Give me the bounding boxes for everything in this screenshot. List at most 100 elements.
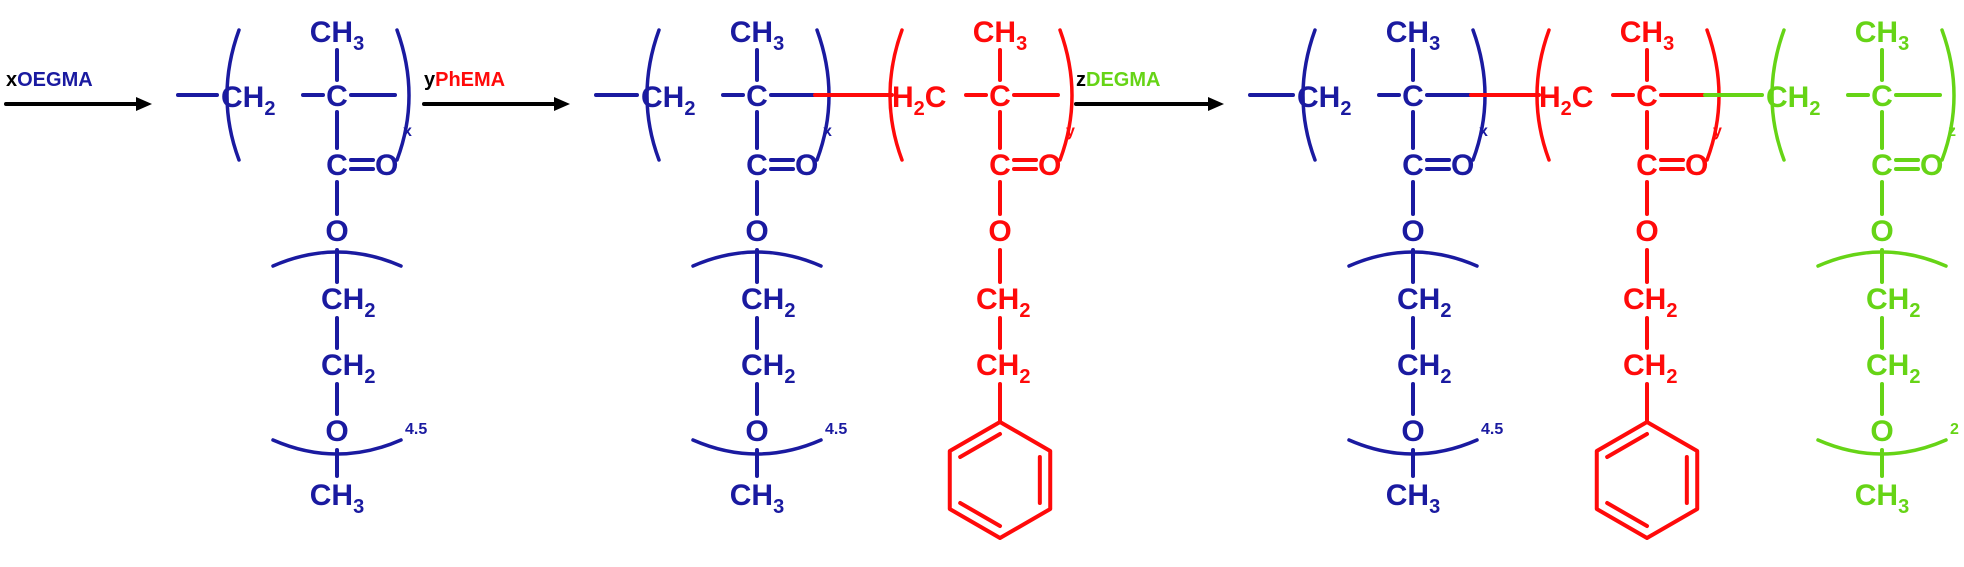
methyl-label-part: CH bbox=[1386, 16, 1429, 49]
glycol-oxygen-label-part: O bbox=[1870, 415, 1893, 448]
monomer-step-label: xOEGMA bbox=[6, 69, 93, 91]
backbone-ch2-label-part: 2 bbox=[1809, 98, 1820, 120]
carbonyl-carbon-label: C bbox=[326, 149, 348, 182]
side-ch2-label-part: 2 bbox=[1666, 366, 1677, 388]
side-ch2-label-part: CH bbox=[1623, 283, 1666, 316]
glycol-ch2-label-part: CH bbox=[1866, 283, 1909, 316]
terminal-methyl-label-part: CH bbox=[1386, 479, 1429, 512]
carbon-label: C bbox=[1402, 80, 1424, 113]
monomer-name: DEGMA bbox=[1086, 69, 1160, 91]
backbone-h2c-label-part: H bbox=[892, 81, 914, 114]
methyl-label-part: CH bbox=[1855, 16, 1898, 49]
carbonyl-oxygen-label-part: O bbox=[375, 149, 398, 182]
glycol-oxygen-label: O bbox=[1401, 415, 1424, 448]
carbon-label: C bbox=[1871, 80, 1893, 113]
side-ch2-label-part: CH bbox=[1623, 349, 1666, 382]
carbonyl-carbon-label: C bbox=[1871, 149, 1893, 182]
degree-of-polymerization-label: y bbox=[1066, 123, 1075, 140]
carbonyl-oxygen-label-part: O bbox=[1451, 149, 1474, 182]
glycol-ch2-label-part: 2 bbox=[784, 366, 795, 388]
glycol-ch2-label-part: 2 bbox=[1909, 300, 1920, 322]
carbonyl-carbon-label-part: C bbox=[1636, 149, 1658, 182]
glycol-ch2-label: CH2 bbox=[741, 349, 795, 388]
ester-oxygen-label-part: O bbox=[988, 215, 1011, 248]
arrow-head bbox=[554, 97, 570, 111]
side-ch2-label-part: 2 bbox=[1019, 366, 1030, 388]
repeat-count-label: 2 bbox=[1950, 421, 1959, 438]
ester-oxygen-label-part: O bbox=[745, 215, 768, 248]
methyl-label: CH3 bbox=[973, 16, 1027, 55]
carbon-label-part: C bbox=[989, 80, 1011, 113]
glycol-ch2-label-part: CH bbox=[1866, 349, 1909, 382]
chain-bracket-left bbox=[888, 28, 904, 162]
monomer-coefficient: x bbox=[6, 69, 17, 91]
carbonyl-oxygen-label: O bbox=[1451, 149, 1474, 182]
carbonyl-carbon-label-part: C bbox=[326, 149, 348, 182]
chain-bracket-right bbox=[395, 28, 411, 162]
terminal-methyl-label-part: CH bbox=[730, 479, 773, 512]
carbonyl-oxygen-label: O bbox=[795, 149, 818, 182]
backbone-h2c-label: H2C bbox=[892, 81, 946, 120]
glycol-ch2-label-part: CH bbox=[741, 283, 784, 316]
monomer-coefficient: z bbox=[1076, 69, 1086, 91]
ring-double-bond bbox=[1605, 432, 1649, 459]
ring-double-bond bbox=[958, 501, 1002, 528]
methyl-label: CH3 bbox=[1386, 16, 1440, 55]
terminal-methyl-label-part: 3 bbox=[773, 496, 784, 518]
glycol-ch2-label-part: CH bbox=[321, 349, 364, 382]
carbonyl-carbon-label-part: C bbox=[746, 149, 768, 182]
glycol-ch2-label: CH2 bbox=[1866, 283, 1920, 322]
glycol-ch2-label: CH2 bbox=[1866, 349, 1920, 388]
glycol-ch2-label-part: CH bbox=[741, 349, 784, 382]
glycol-ch2-label-part: 2 bbox=[784, 300, 795, 322]
ester-oxygen-label: O bbox=[325, 215, 348, 248]
glycol-ch2-label-part: 2 bbox=[1440, 366, 1451, 388]
glycol-ch2-label: CH2 bbox=[1397, 349, 1451, 388]
carbon-label: C bbox=[1636, 80, 1658, 113]
side-ch2-label: CH2 bbox=[1623, 349, 1677, 388]
ester-oxygen-label-part: O bbox=[1870, 215, 1893, 248]
methyl-label-part: 3 bbox=[1663, 33, 1674, 55]
glycol-oxygen-label-part: O bbox=[1401, 415, 1424, 448]
glycol-ch2-label: CH2 bbox=[321, 283, 375, 322]
glycol-ch2-label-part: CH bbox=[321, 283, 364, 316]
methyl-label-part: CH bbox=[973, 16, 1016, 49]
methyl-label: CH3 bbox=[1855, 16, 1909, 55]
glycol-ch2-label: CH2 bbox=[321, 349, 375, 388]
carbonyl-oxygen-label: O bbox=[1920, 149, 1943, 182]
backbone-h2c-label: H2C bbox=[1539, 81, 1593, 120]
side-ch2-label-part: 2 bbox=[1666, 300, 1677, 322]
terminal-methyl-label-part: CH bbox=[1855, 479, 1898, 512]
methyl-label-part: 3 bbox=[1898, 33, 1909, 55]
ester-oxygen-label: O bbox=[745, 215, 768, 248]
methyl-label: CH3 bbox=[310, 16, 364, 55]
carbonyl-carbon-label: C bbox=[746, 149, 768, 182]
backbone-ch2-label-part: 2 bbox=[1340, 98, 1351, 120]
carbon-label-part: C bbox=[1636, 80, 1658, 113]
carbonyl-oxygen-label: O bbox=[1038, 149, 1061, 182]
chain-bracket-left bbox=[1301, 28, 1317, 162]
terminal-methyl-label-part: 3 bbox=[353, 496, 364, 518]
phenyl-ring bbox=[1594, 420, 1700, 540]
side-ch2-label-part: CH bbox=[976, 283, 1019, 316]
glycol-ch2-label-part: 2 bbox=[1909, 366, 1920, 388]
glycol-ch2-label-part: 2 bbox=[1440, 300, 1451, 322]
carbon-label-part: C bbox=[326, 80, 348, 113]
carbonyl-carbon-label-part: C bbox=[1402, 149, 1424, 182]
backbone-h2c-label-part: 2 bbox=[914, 98, 925, 120]
glycol-ch2-label: CH2 bbox=[741, 283, 795, 322]
carbonyl-oxygen-label-part: O bbox=[1920, 149, 1943, 182]
carbon-label: C bbox=[989, 80, 1011, 113]
backbone-h2c-label-part: H bbox=[1539, 81, 1561, 114]
carbonyl-carbon-label: C bbox=[1636, 149, 1658, 182]
glycol-oxygen-label-part: O bbox=[325, 415, 348, 448]
backbone-h2c-label-part: C bbox=[925, 81, 947, 114]
chain-bracket-right bbox=[1940, 28, 1956, 162]
methyl-label-part: CH bbox=[310, 16, 353, 49]
glycol-ch2-label-part: 2 bbox=[364, 366, 375, 388]
reaction-arrow-phema: yPhEMA bbox=[422, 69, 570, 111]
carbon-label: C bbox=[326, 80, 348, 113]
chain-bracket-left bbox=[1535, 28, 1551, 162]
